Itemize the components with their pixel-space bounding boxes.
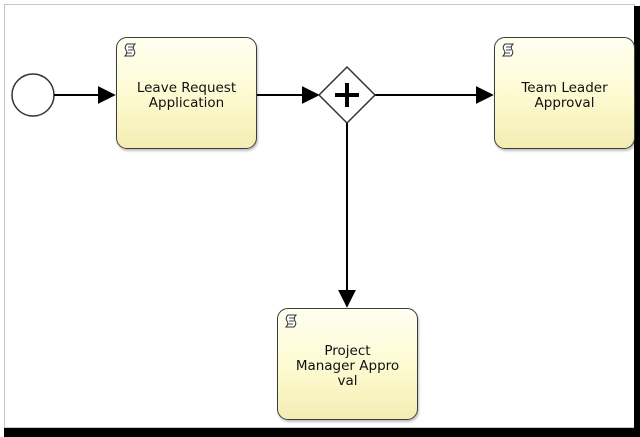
script-icon: [502, 43, 515, 57]
script-icon: [285, 314, 298, 328]
script-icon: [124, 43, 137, 57]
task-team-leader-approval[interactable]: Team Leader Approval: [494, 37, 635, 149]
frame-shadow-bottom: [4, 428, 640, 437]
frame-shadow-right: [634, 6, 640, 437]
task-project-manager-approval[interactable]: Project Manager Appro val: [277, 308, 418, 420]
task-label: Project Manager Appro val: [295, 343, 400, 389]
task-leave-request-application[interactable]: Leave Request Application: [116, 37, 257, 149]
task-label: Team Leader Approval: [521, 80, 608, 111]
task-label: Leave Request Application: [136, 80, 237, 111]
